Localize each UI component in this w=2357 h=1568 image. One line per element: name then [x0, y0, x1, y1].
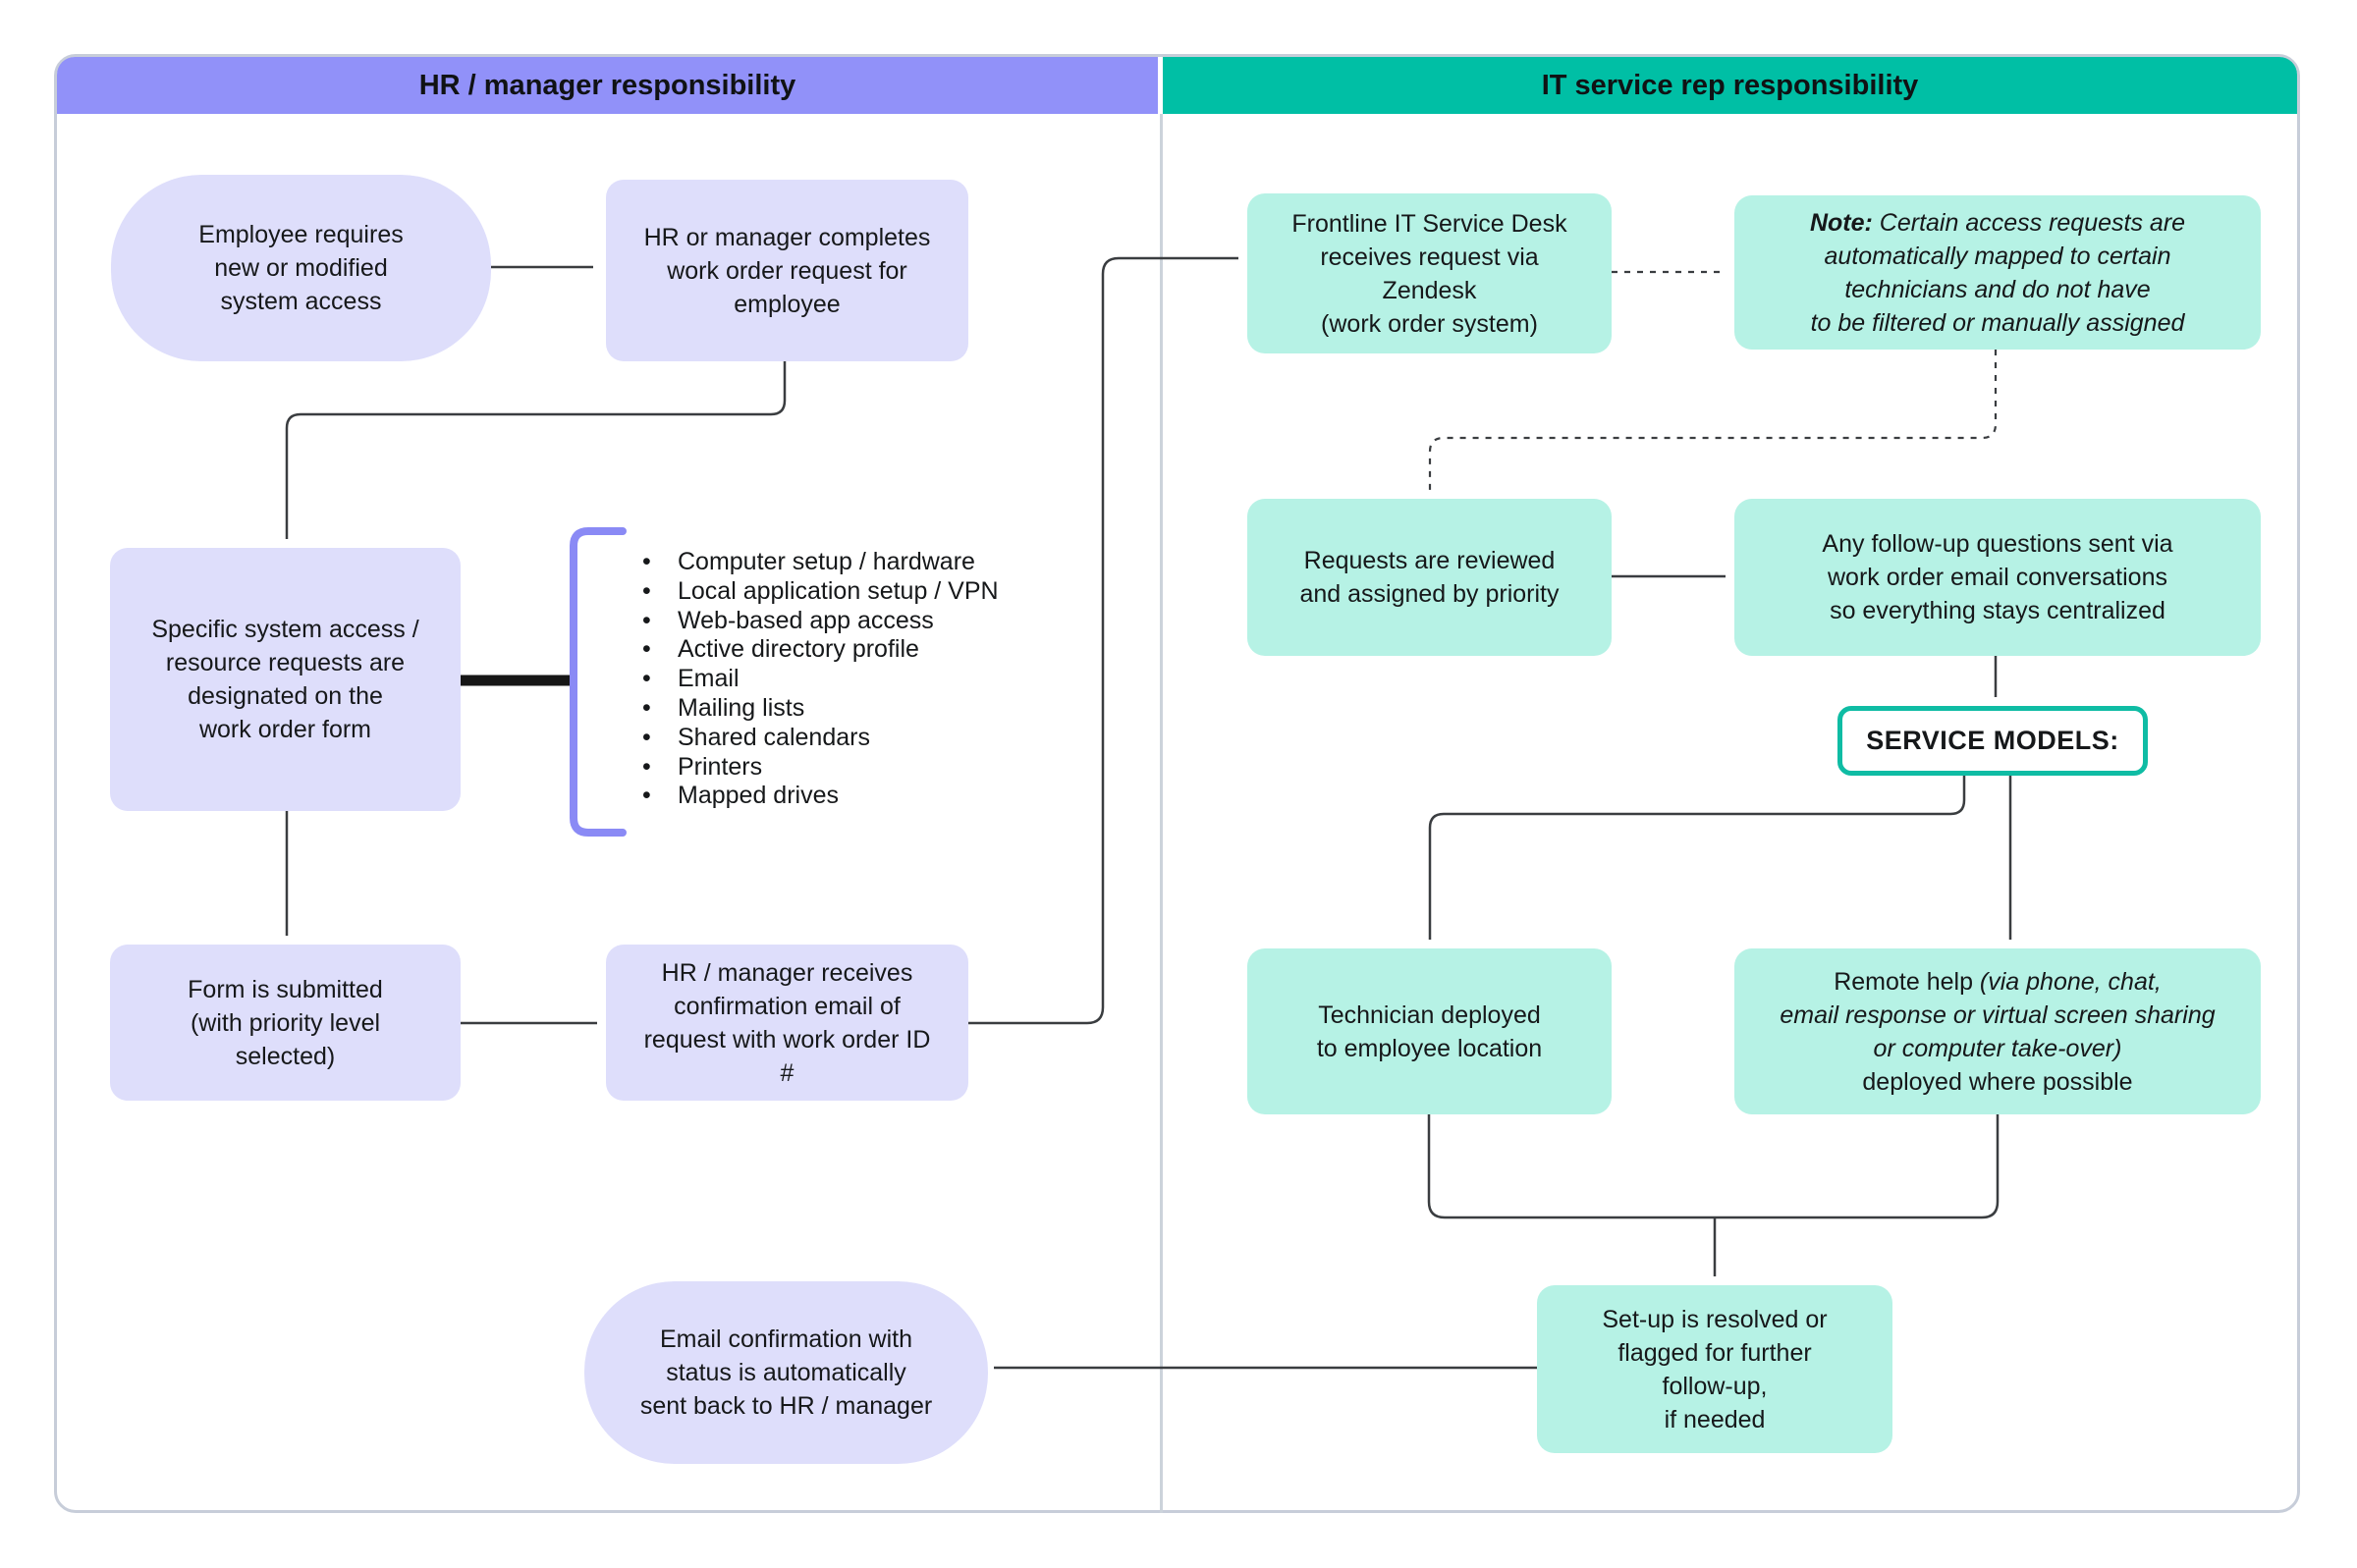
note-body: Certain access requests are automaticall… [1810, 208, 2186, 337]
node-frontline-desk: Frontline IT Service Desk receives reque… [1247, 193, 1612, 353]
lane-title-it: IT service rep responsibility [1541, 69, 1919, 101]
node-form-submitted-text: Form is submitted (with priority level s… [188, 975, 383, 1070]
list-item: Email [636, 665, 1029, 694]
node-note-text: Note: Certain access requests are automa… [1810, 206, 2185, 340]
access-request-list: Computer setup / hardware Local applicat… [636, 548, 1029, 811]
service-models-label: SERVICE MODELS: [1866, 726, 2119, 755]
node-specific-access: Specific system access / resource reques… [110, 548, 461, 811]
node-hr-completes: HR or manager completes work order reque… [606, 180, 968, 361]
node-technician-deployed: Technician deployed to employee location [1247, 948, 1612, 1114]
list-item: Active directory profile [636, 635, 1029, 665]
node-requests-reviewed: Requests are reviewed and assigned by pr… [1247, 499, 1612, 656]
lane-divider [1160, 114, 1163, 1513]
node-employee-requires-text: Employee requires new or modified system… [198, 221, 404, 315]
list-item: Mapped drives [636, 782, 1029, 811]
node-frontline-desk-text: Frontline IT Service Desk receives reque… [1291, 209, 1567, 338]
list-item: Printers [636, 753, 1029, 783]
service-models-badge: SERVICE MODELS: [1837, 706, 2148, 776]
node-setup-resolved: Set-up is resolved or flagged for furthe… [1537, 1285, 1892, 1453]
node-requests-reviewed-text: Requests are reviewed and assigned by pr… [1299, 547, 1560, 608]
list-item: Mailing lists [636, 694, 1029, 724]
remote-help-detail: (via phone, chat, email response or virt… [1780, 967, 2216, 1062]
list-item: Shared calendars [636, 724, 1029, 753]
lane-header-it: IT service rep responsibility [1163, 57, 2297, 114]
list-item: Web-based app access [636, 607, 1029, 636]
node-hr-completes-text: HR or manager completes work order reque… [643, 223, 931, 318]
node-remote-help: Remote help (via phone, chat, email resp… [1734, 948, 2261, 1114]
node-specific-access-text: Specific system access / resource reques… [151, 616, 419, 743]
lane-title-hr: HR / manager responsibility [418, 69, 796, 101]
lane-header-hr: HR / manager responsibility [57, 57, 1158, 114]
node-remote-help-text: Remote help (via phone, chat, email resp… [1780, 965, 2215, 1099]
note-label: Note: [1809, 208, 1873, 237]
node-followup-questions: Any follow-up questions sent via work or… [1734, 499, 2261, 656]
node-technician-deployed-text: Technician deployed to employee location [1316, 1000, 1543, 1062]
remote-help-lead: Remote help [1834, 967, 1980, 996]
node-hr-receives-text: HR / manager receives confirmation email… [643, 958, 931, 1087]
remote-help-tail: deployed where possible [1862, 1067, 2133, 1096]
node-email-confirmation: Email confirmation with status is automa… [584, 1281, 988, 1464]
node-hr-receives: HR / manager receives confirmation email… [606, 945, 968, 1101]
node-note: Note: Certain access requests are automa… [1734, 195, 2261, 350]
node-email-confirmation-text: Email confirmation with status is automa… [639, 1325, 933, 1420]
list-item: Local application setup / VPN [636, 577, 1029, 607]
node-setup-resolved-text: Set-up is resolved or flagged for furthe… [1602, 1305, 1828, 1433]
node-followup-questions-text: Any follow-up questions sent via work or… [1822, 530, 2173, 624]
node-form-submitted: Form is submitted (with priority level s… [110, 945, 461, 1101]
node-employee-requires: Employee requires new or modified system… [111, 175, 491, 361]
list-item: Computer setup / hardware [636, 548, 1029, 577]
